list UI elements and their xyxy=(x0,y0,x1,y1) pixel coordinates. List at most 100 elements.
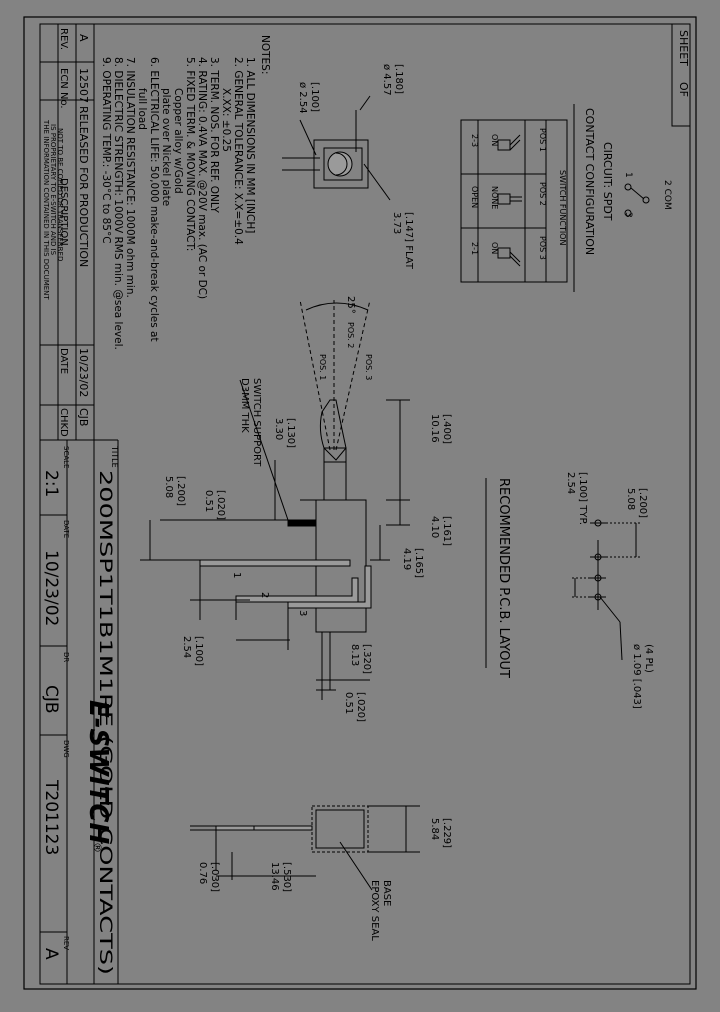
end-view-labels: 5.84 [.229] 13.46 [.530] 0.76 [.030] EPO… xyxy=(197,818,452,941)
top-view: ø 4.57 [.180] ø 2.54 [.100] 3.73 [.147] … xyxy=(282,64,414,270)
dim-dia-100: [.100] xyxy=(309,82,320,112)
note-5b: Copper alloy w/Gold xyxy=(172,88,184,194)
dim-130: [.130] xyxy=(285,418,296,448)
pos-1-label: POS. 1 xyxy=(318,354,327,380)
proprietary-notice: THE INFORMATION CONTAINED IN THIS DOCUME… xyxy=(42,119,64,300)
circuit-diagram: 2 COM 1 3 CIRCUIT: SPDT CONTACT CONFIGUR… xyxy=(460,104,672,292)
pos-2-label: POS. 2 xyxy=(346,322,355,348)
title-block: TITLE 200MSP1T1B1M1RE (GOLD CONTACTS) E-… xyxy=(39,440,119,984)
notice-line-1: THE INFORMATION CONTAINED IN THIS DOCUME… xyxy=(42,119,50,300)
dim-400: [.400] xyxy=(441,414,452,444)
dim-410: 4.10 xyxy=(429,516,440,538)
terminal-3: 3 xyxy=(623,212,633,218)
note-5c: plate over Nickel plate xyxy=(160,88,172,206)
title-label: TITLE xyxy=(110,445,119,468)
dim-dia-180: [.180] xyxy=(393,64,404,94)
lever-angle: 25° xyxy=(345,296,356,314)
date-label: DATE xyxy=(62,520,70,538)
side-view xyxy=(140,299,410,700)
pcb-layout: 5.08 [.200] 2.54 [.100] TYP. ø 1.09 [.04… xyxy=(485,472,654,709)
pcb-dim-200: [.200] xyxy=(637,488,648,518)
scale-value: 2:1 xyxy=(41,470,61,497)
dim-320: [.320] xyxy=(361,644,372,674)
ecn-value: 12507 xyxy=(77,68,90,103)
pos-2-contact: OPEN xyxy=(470,186,479,208)
pos-1-header: POS 1 xyxy=(538,128,547,152)
pcb-hole-count: (4 PL) xyxy=(643,644,654,673)
dim-flat-373: 3.73 xyxy=(391,212,402,234)
dim-020-b: [.020] xyxy=(215,490,226,520)
pcb-dim-254: 2.54 xyxy=(565,472,576,494)
dim-200: [.200] xyxy=(175,476,186,506)
epoxy-seal-label: EPOXY SEAL xyxy=(369,880,380,941)
dim-dia-457: ø 4.57 xyxy=(381,64,392,96)
ecn-header: ECN No. xyxy=(58,68,69,109)
side-view-labels: 25° POS. 2 POS. 1 POS. 3 10.16 [.400] 4.… xyxy=(163,296,452,722)
pos-3-header: POS 3 xyxy=(538,236,547,260)
chkd-header: CHKD xyxy=(58,408,69,437)
dim-530: [.530] xyxy=(281,862,292,892)
dim-165: [.165] xyxy=(413,548,424,578)
dwg-value: T201123 xyxy=(41,779,61,855)
pos-3-contact: 2-1 xyxy=(470,242,479,255)
note-6b: full load xyxy=(136,88,148,130)
rev-label: REV xyxy=(62,936,70,950)
dim-161: [.161] xyxy=(441,516,452,546)
note-2: 2. GENERAL TOLERANCE: X.X=±0.4 xyxy=(232,57,244,245)
note-5: 5. FIXED TERM. & MOVING CONTACT: xyxy=(184,57,196,251)
of-label: OF xyxy=(677,82,690,97)
description-header: DESCRIPTION xyxy=(58,178,69,246)
scale-label: SCALE xyxy=(62,446,70,468)
dim-dia-254: ø 2.54 xyxy=(297,82,308,114)
lever-pos1-icon xyxy=(497,134,521,151)
terminal-2-com: 2 COM xyxy=(662,180,672,210)
lever-pos2-icon xyxy=(497,193,522,205)
chkd-value: CJB xyxy=(77,408,90,426)
bracket-label: SWITCH SUPPORT xyxy=(251,378,262,467)
note-9: 9. OPERATING TEMP.: -30°C to 85°C xyxy=(100,57,112,244)
dim-508: 5.08 xyxy=(163,476,174,498)
dim-1346: 13.46 xyxy=(269,862,280,891)
pos-3-label: POS. 3 xyxy=(364,354,373,380)
switch-function-label: SWITCH FUNCTION xyxy=(558,170,567,245)
note-3: 3. TERM. NOS. FOR REF. ONLY xyxy=(208,57,220,213)
date-header: DATE xyxy=(58,348,69,374)
bracket-thickness: D3MM THK xyxy=(239,378,250,433)
rev-value: A xyxy=(77,34,90,42)
dim-051-b: 0.51 xyxy=(203,490,214,512)
dim-030: [.030] xyxy=(209,862,220,892)
rev-value-block: A xyxy=(41,948,61,960)
switch-function-table xyxy=(460,119,568,283)
dwg-label: DWG xyxy=(62,740,70,758)
pos-3-state: ON xyxy=(490,242,499,254)
pcb-layout-title: RECOMMENDED P.C.B. LAYOUT xyxy=(496,478,511,678)
sheet-box: SHEET OF xyxy=(671,23,691,127)
note-1: 1. ALL DIMENSIONS IN MM [INCH] xyxy=(244,57,256,233)
date-value: 10/23/02 xyxy=(77,348,90,397)
terminal-3-label: 3 xyxy=(297,610,308,616)
circuit-title: CIRCUIT: SPDT xyxy=(601,142,614,221)
end-view xyxy=(190,805,420,891)
terminal-1: 1 xyxy=(623,172,633,178)
registered-mark: ® xyxy=(91,842,104,853)
outer-border xyxy=(23,16,697,990)
note-2b: X.XX: ±0.25 xyxy=(220,88,232,152)
notes: NOTES: 1. ALL DIMENSIONS IN MM [INCH] 2.… xyxy=(100,35,271,350)
sheet-label: SHEET xyxy=(677,30,690,66)
revision-block: REV. ECN No. DESCRIPTION DATE CHKD A 125… xyxy=(40,24,118,441)
company-logo: E-SWITCH xyxy=(83,700,113,844)
terminal-1-label: 1 xyxy=(231,572,242,578)
dim-020-a: [.020] xyxy=(355,692,366,722)
drawing-title: 200MSP1T1B1M1RE (GOLD CONTACTS) xyxy=(95,470,115,975)
pcb-dim-508: 5.08 xyxy=(625,488,636,510)
dim-229: [.229] xyxy=(441,818,452,848)
base-label: BASE xyxy=(381,880,392,906)
date-value: 10/23/02 xyxy=(41,550,61,626)
dim-419: 4.19 xyxy=(401,548,412,570)
dim-584: 5.84 xyxy=(429,818,440,840)
note-4: 4. RATING: 0.4VA MAX. @20V max. (AC or D… xyxy=(196,57,208,299)
pos-1-contact: 2-3 xyxy=(470,134,479,147)
dim-813: 8.13 xyxy=(349,644,360,666)
lever-pos3-icon xyxy=(497,247,521,267)
